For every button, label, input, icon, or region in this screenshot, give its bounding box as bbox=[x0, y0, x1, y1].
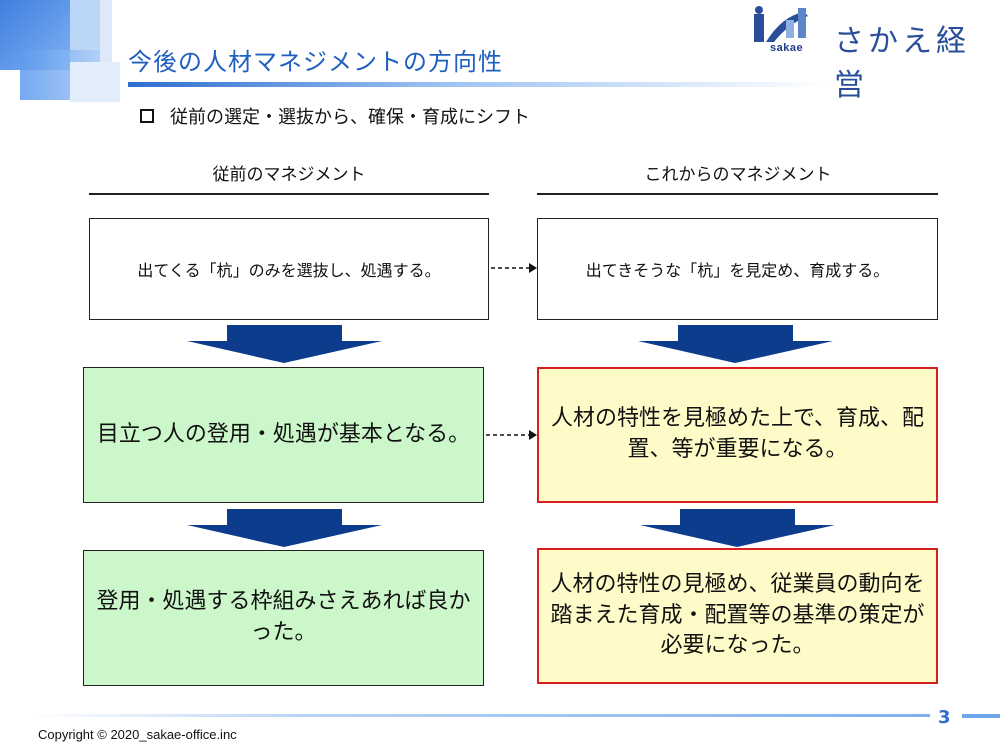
dashed-arrow-icon bbox=[486, 430, 537, 440]
left-box-1-text: 出てくる「杭」のみを選抜し、処遇する。 bbox=[137, 261, 441, 280]
sakae-logo-icon bbox=[754, 6, 808, 42]
footer-rule bbox=[30, 714, 930, 717]
page-number: 3 bbox=[938, 707, 951, 728]
left-box-3-text: 登用・処遇する枠組みさえあれば良かった。 bbox=[96, 589, 471, 645]
copyright-text: Copyright © 2020_sakae-office.inc bbox=[38, 727, 237, 742]
corner-decoration bbox=[70, 0, 100, 50]
logo-wordmark: さかえ経営 bbox=[834, 24, 970, 103]
down-arrow-icon bbox=[187, 325, 382, 363]
right-box-2: 人材の特性を見極めた上で、育成、配置、等が重要になる。 bbox=[537, 367, 938, 503]
right-column-heading: これからのマネジメント bbox=[644, 165, 832, 185]
right-box-3-text: 人材の特性の見極め、従業員の動向を踏まえた育成・配置等の基準の策定が必要になった… bbox=[550, 571, 925, 659]
left-box-1: 出てくる「杭」のみを選抜し、処遇する。 bbox=[89, 218, 489, 320]
square-bullet-icon bbox=[140, 109, 154, 123]
right-box-3: 人材の特性の見極め、従業員の動向を踏まえた育成・配置等の基準の策定が必要になった… bbox=[537, 548, 938, 684]
left-column-heading: 従前のマネジメント bbox=[212, 165, 366, 185]
slide-title: 今後の人材マネジメントの方向性 bbox=[128, 48, 503, 76]
down-arrow-icon bbox=[638, 325, 833, 363]
corner-decoration bbox=[100, 0, 112, 62]
left-box-2-text: 目立つ人の登用・処遇が基本となる。 bbox=[96, 421, 471, 447]
corner-decoration bbox=[70, 62, 120, 102]
down-arrow-icon bbox=[640, 509, 835, 547]
footer-accent bbox=[962, 714, 1000, 718]
right-box-1: 出てきそうな「杭」を見定め、育成する。 bbox=[537, 218, 938, 320]
bullet-text: 従前の選定・選抜から、確保・育成にシフト bbox=[170, 107, 530, 128]
title-underline bbox=[128, 82, 828, 87]
right-heading-rule bbox=[537, 193, 938, 195]
company-logo: sakae さかえ経営 bbox=[752, 6, 992, 103]
left-box-3: 登用・処遇する枠組みさえあれば良かった。 bbox=[83, 550, 484, 686]
right-box-1-text: 出てきそうな「杭」を見定め、育成する。 bbox=[585, 261, 890, 280]
logo-subtext: sakae bbox=[770, 42, 804, 54]
dashed-arrow-icon bbox=[491, 263, 537, 273]
left-box-2: 目立つ人の登用・処遇が基本となる。 bbox=[83, 367, 484, 503]
right-box-2-text: 人材の特性を見極めた上で、育成、配置、等が重要になる。 bbox=[550, 406, 925, 462]
down-arrow-icon bbox=[187, 509, 382, 547]
bullet-item: 従前の選定・選抜から、確保・育成にシフト bbox=[140, 103, 530, 129]
left-heading-rule bbox=[89, 193, 489, 195]
